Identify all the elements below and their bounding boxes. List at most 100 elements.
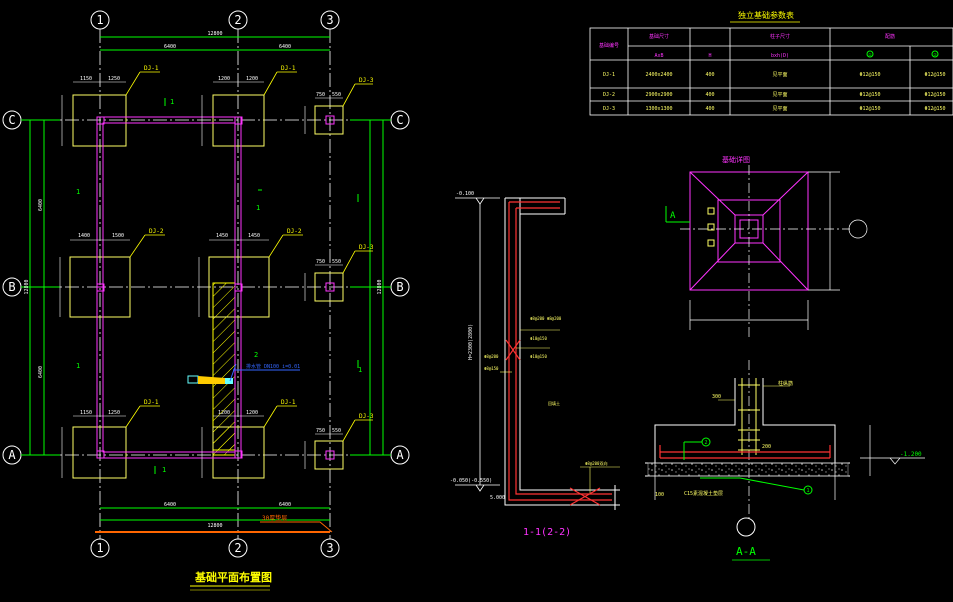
footing-dj1-a1[interactable] xyxy=(72,94,127,147)
tag-dj2-b2: DJ-2 xyxy=(287,228,302,235)
row1-col: 见平面 xyxy=(772,72,787,78)
dim-left-bay1: 6400 xyxy=(38,199,44,211)
aa-gravel-bed xyxy=(647,462,849,477)
th-code: 基础编号 xyxy=(599,42,619,49)
sec11-rebar-1: Φ8@200 Φ8@200 xyxy=(530,316,562,321)
section-mark-1c: 1 xyxy=(256,204,260,212)
fd-dj2-a: 1400 xyxy=(78,233,90,239)
row1-size: 2400x2400 xyxy=(645,72,672,78)
sh-axb: AxB xyxy=(654,53,663,59)
row3-h: 400 xyxy=(705,106,714,112)
axis-label-3-bottom: 3 xyxy=(326,541,333,555)
fd-dj1b-b: 1200 xyxy=(246,76,258,82)
aa-title: A-A xyxy=(736,545,756,558)
sec11-bottom-level: -0.050(-0.550) xyxy=(450,478,492,484)
fd-dj2-b: 1500 xyxy=(112,233,124,239)
drain-pipe: 排水管 DN100 i=0.01 xyxy=(187,363,300,384)
aa-note-col: 柱纵筋 xyxy=(778,380,793,387)
section-a-a: 2 1 柱纵筋 300 200 C15素混凝土垫层 100 -1.200 A-A xyxy=(645,360,925,561)
aa-level: -1.200 xyxy=(900,451,922,458)
detail-title: 基础详图 xyxy=(722,155,750,164)
tag-dj3-b3: DJ-3 xyxy=(359,244,374,251)
axis-label-B-left: B xyxy=(8,280,15,294)
row2-r2: Φ12@150 xyxy=(924,92,945,98)
axis-label-A-left: A xyxy=(8,448,16,462)
footing-dj3-c3[interactable] xyxy=(314,440,344,470)
section-mark-1b: 1 xyxy=(76,188,80,196)
fd-dj1c-a: 1150 xyxy=(80,410,92,416)
tag-dj1-a2: DJ-1 xyxy=(281,65,296,72)
sec11-slab: Φ8@200双向 xyxy=(585,460,607,466)
column-marks xyxy=(96,115,335,460)
fd-dj2b-b: 1450 xyxy=(248,233,260,239)
axis-label-1-top: 1 xyxy=(96,13,103,27)
dim-bottom-bay1: 6400 xyxy=(164,502,176,508)
axis-label-A-right: A xyxy=(396,448,404,462)
dim-right-total: 12800 xyxy=(377,279,383,294)
row1-r1: Φ12@150 xyxy=(859,72,880,78)
section-mark-1d: 1 xyxy=(76,362,80,370)
row1-h: 400 xyxy=(705,72,714,78)
sec11-rebar-2: Φ10@150 xyxy=(530,336,547,341)
section-mark-1f: 1 xyxy=(358,366,362,374)
footing-dj3-b3[interactable] xyxy=(314,272,344,302)
axis-label-2-top: 2 xyxy=(234,13,241,27)
aa-circle-2: 2 xyxy=(704,440,707,446)
row1-r2: Φ12@150 xyxy=(924,72,945,78)
fd-dj1d-a: 1200 xyxy=(218,410,230,416)
sec11-rebar-5: Φ8@150 xyxy=(484,366,499,371)
row3-r2: Φ12@150 xyxy=(924,106,945,112)
sh-bxh: bxh(D) xyxy=(771,53,789,59)
sec11-title: 1-1(2-2) xyxy=(523,527,571,538)
axis-label-B-right: B xyxy=(396,280,403,294)
axis-label-C-right: C xyxy=(396,113,403,127)
axis-label-2-bottom: 2 xyxy=(234,541,241,555)
fd-dj3c-a: 750 xyxy=(316,428,325,434)
tag-dj3-a3: DJ-3 xyxy=(359,77,374,84)
row2-code: DJ-2 xyxy=(603,92,615,98)
fd-dj3b-b: 550 xyxy=(332,259,341,265)
footing-dj3-a3[interactable] xyxy=(314,105,344,135)
fd-dj1-b: 1250 xyxy=(108,76,120,82)
footing-dj2-b2[interactable] xyxy=(208,256,270,318)
foundation-plan: 1 2 3 1 2 3 C B A C B A xyxy=(2,10,410,591)
section-1-1: -0.100 -0.050(-0.550) 5.000 H=2300(2800)… xyxy=(450,191,620,538)
plan-title: 基础平面布置图 xyxy=(194,570,272,584)
footing-table: 独立基础参数表 基础编号 基础尺寸 柱子尺寸 配筋 AxB H bxh(D) ① xyxy=(589,10,953,116)
aa-note-100: 100 xyxy=(655,492,664,498)
dim-top-bay1: 6400 xyxy=(164,44,176,50)
fd-dj3-a: 750 xyxy=(316,92,325,98)
row3-col: 见平面 xyxy=(772,106,787,112)
dim-bottom-total: 12800 xyxy=(207,523,222,529)
aa-circle-1: 1 xyxy=(806,488,809,494)
sec11-rebar-4: Φ8@200 xyxy=(484,354,499,359)
hatched-wall-lower xyxy=(212,426,236,451)
sec11-base-note: 5.000 xyxy=(490,495,505,501)
fd-dj3c-b: 550 xyxy=(332,428,341,434)
footing-dj1-a2[interactable] xyxy=(212,94,265,147)
detail-mark-A: A xyxy=(670,211,676,221)
dimension-lines xyxy=(21,36,391,521)
row3-r1: Φ12@150 xyxy=(859,106,880,112)
tag-dj2-b1: DJ-2 xyxy=(149,228,164,235)
dim-bottom-bay2: 6400 xyxy=(279,502,291,508)
row3-size: 1300x1300 xyxy=(645,106,672,112)
aa-note-200: 200 xyxy=(762,444,771,450)
fd-dj1b-a: 1200 xyxy=(218,76,230,82)
pipe-note: 排水管 DN100 i=0.01 xyxy=(246,363,300,370)
sec11-fill: 回填土 xyxy=(548,400,560,406)
dim-left-bay2: 6400 xyxy=(38,366,44,378)
row2-r1: Φ12@150 xyxy=(859,92,880,98)
th-col: 柱子尺寸 xyxy=(770,33,790,40)
footings xyxy=(69,94,344,479)
dim-top-bay2: 6400 xyxy=(279,44,291,50)
aa-note-pad: C15素混凝土垫层 xyxy=(684,490,723,497)
footing-dj2-b1[interactable] xyxy=(69,256,131,318)
dim-top-total: 12800 xyxy=(207,31,222,37)
tag-dj1-c2: DJ-1 xyxy=(281,399,296,406)
fd-dj3b-a: 750 xyxy=(316,259,325,265)
sh-h: H xyxy=(708,53,711,59)
sec11-rebar-3: Φ10@150 xyxy=(530,354,547,359)
sh-2: ② xyxy=(933,52,937,57)
